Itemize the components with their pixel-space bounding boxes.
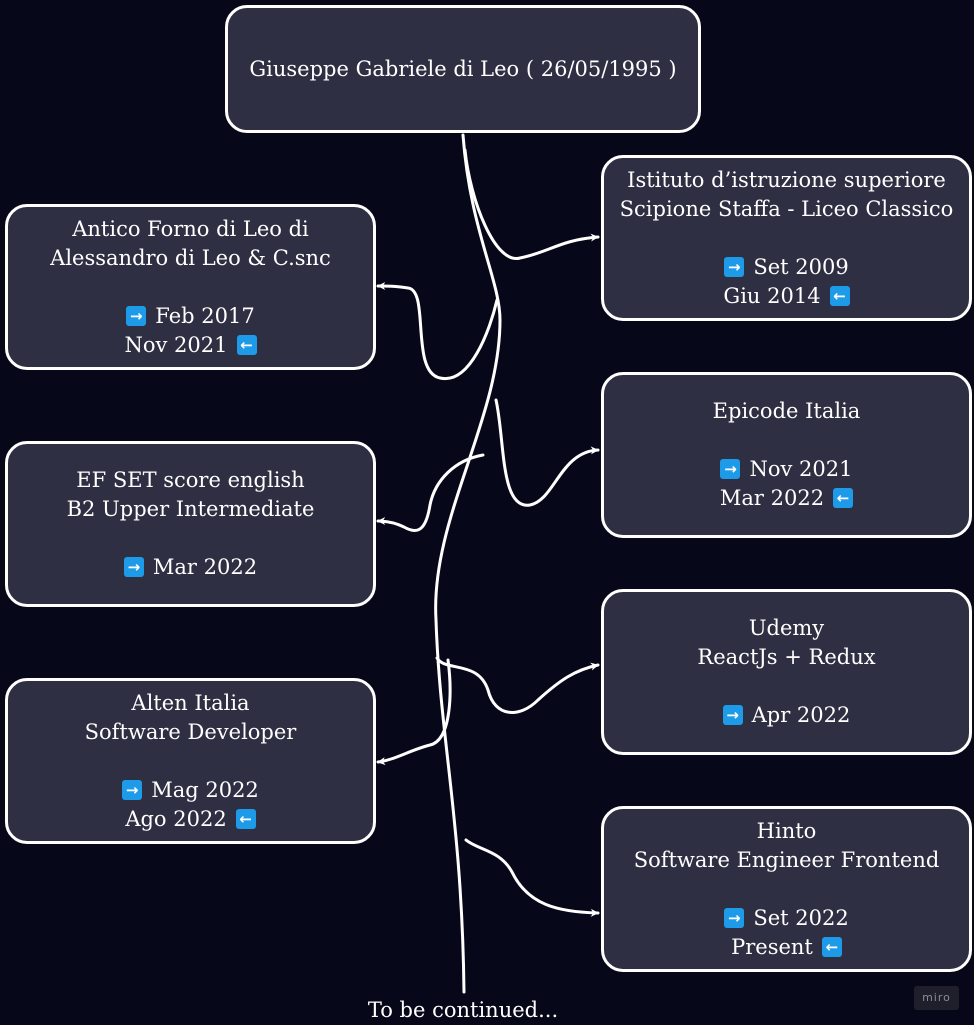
node-hinto[interactable]: Hinto Software Engineer Frontend → Set 20… bbox=[601, 806, 972, 972]
node-liceo-end-row: Giu 2014 ← bbox=[723, 282, 850, 311]
node-efset-line-2: B2 Upper Intermediate bbox=[66, 497, 315, 521]
arrow-right-icon: → bbox=[123, 557, 144, 577]
arrow-right-icon: → bbox=[722, 705, 743, 725]
node-forno-end-row: Nov 2021 ← bbox=[124, 331, 257, 360]
node-alten-end-row: Ago 2022 ← bbox=[125, 805, 256, 834]
node-liceo-end: Giu 2014 bbox=[723, 283, 821, 308]
node-alten[interactable]: Alten Italia Software Developer → Mag 202… bbox=[5, 678, 376, 844]
node-epicode-line-1: Epicode Italia bbox=[712, 399, 861, 423]
node-forno-line-2: Alessandro di Leo & C.snc bbox=[50, 245, 331, 270]
node-alten-line-1: Alten Italia bbox=[131, 690, 250, 715]
to-be-continued-label: To be continued... bbox=[367, 998, 559, 1022]
node-udemy-line-1: Udemy bbox=[748, 616, 825, 640]
node-alten-end: Ago 2022 bbox=[125, 806, 227, 831]
node-udemy-start-row: → Apr 2022 bbox=[722, 701, 851, 730]
node-epicode-end: Mar 2022 bbox=[719, 486, 825, 510]
arrow-right-icon: → bbox=[724, 256, 745, 277]
connector-alten bbox=[376, 658, 452, 766]
node-forno-end: Nov 2021 bbox=[124, 332, 228, 357]
arrow-right-icon: → bbox=[724, 907, 745, 928]
node-hinto-end: Present bbox=[731, 934, 813, 959]
node-hinto-end-row: Present ← bbox=[731, 933, 842, 962]
connector-udemy bbox=[435, 656, 600, 714]
node-alten-start-row: → Mag 2022 bbox=[122, 776, 259, 805]
arrow-left-icon: ← bbox=[236, 334, 257, 355]
node-epicode[interactable]: Epicode Italia → Nov 2021 Mar 2022 ← bbox=[601, 372, 972, 538]
arrow-left-icon: ← bbox=[821, 936, 842, 957]
node-epicode-start: Nov 2021 bbox=[749, 457, 853, 481]
node-hinto-line-2: Software Engineer Frontend bbox=[633, 847, 940, 872]
node-epicode-end-row: Mar 2022 ← bbox=[719, 484, 854, 513]
node-efset-start-row: → Mar 2022 bbox=[123, 553, 258, 582]
arrow-right-icon: → bbox=[126, 305, 147, 326]
arrow-left-icon: ← bbox=[829, 285, 850, 306]
arrow-left-icon: ← bbox=[235, 808, 256, 829]
node-liceo-start-row: → Set 2009 bbox=[724, 253, 849, 282]
connector-liceo bbox=[463, 148, 600, 260]
node-efset-line-1: EF SET score english bbox=[76, 468, 305, 492]
node-forno-line-1: Antico Forno di Leo di bbox=[72, 216, 309, 241]
node-liceo[interactable]: Istituto d’istruzione superiore Scipione… bbox=[601, 155, 972, 321]
node-udemy-start: Apr 2022 bbox=[751, 703, 851, 727]
connector-epicode bbox=[494, 398, 600, 507]
root-title: Giuseppe Gabriele di Leo ( 26/05/1995 ) bbox=[249, 56, 677, 81]
node-liceo-line-2: Scipione Staffa - Liceo Classico bbox=[619, 196, 954, 221]
node-hinto-start: Set 2022 bbox=[753, 905, 849, 930]
connector-efset bbox=[376, 453, 485, 532]
connector-hinto bbox=[464, 838, 600, 917]
node-udemy[interactable]: Udemy ReactJs + Redux → Apr 2022 bbox=[601, 589, 972, 755]
connector-forno bbox=[376, 282, 499, 380]
miro-watermark: miro bbox=[914, 986, 959, 1010]
node-forno-start: Feb 2017 bbox=[155, 303, 255, 328]
arrow-right-icon: → bbox=[720, 459, 741, 479]
node-efset[interactable]: EF SET score english B2 Upper Intermedia… bbox=[5, 441, 376, 607]
spine-line bbox=[434, 133, 502, 994]
node-efset-start: Mar 2022 bbox=[152, 555, 258, 579]
node-forno[interactable]: Antico Forno di Leo di Alessandro di Leo… bbox=[5, 204, 376, 370]
node-hinto-start-row: → Set 2022 bbox=[724, 904, 849, 933]
node-alten-start: Mag 2022 bbox=[151, 777, 259, 802]
arrow-left-icon: ← bbox=[833, 488, 854, 508]
node-epicode-start-row: → Nov 2021 bbox=[720, 455, 853, 484]
root-node[interactable]: Giuseppe Gabriele di Leo ( 26/05/1995 ) bbox=[225, 5, 701, 133]
node-liceo-start: Set 2009 bbox=[753, 254, 849, 279]
node-alten-line-2: Software Developer bbox=[84, 719, 297, 744]
node-hinto-line-1: Hinto bbox=[756, 818, 817, 843]
arrow-right-icon: → bbox=[122, 779, 143, 800]
node-udemy-line-2: ReactJs + Redux bbox=[697, 645, 876, 669]
node-liceo-line-1: Istituto d’istruzione superiore bbox=[627, 167, 946, 192]
node-forno-start-row: → Feb 2017 bbox=[126, 302, 255, 331]
